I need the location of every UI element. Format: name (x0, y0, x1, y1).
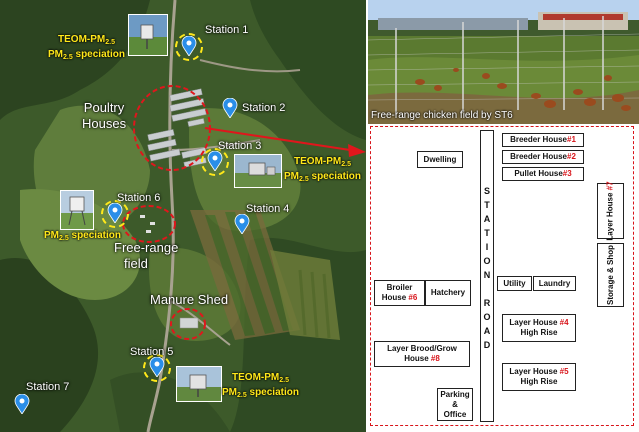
building-pullet-house-3[interactable]: Pullet House #3 (502, 167, 584, 181)
station7-label: Station 7 (26, 381, 70, 393)
manure-shed-label: Manure Shed (150, 292, 229, 307)
road-letter: N (483, 270, 491, 280)
road-letter: O (483, 256, 491, 266)
station1-halo (175, 33, 203, 61)
building-breeder-house-2[interactable]: Breeder House #2 (502, 150, 584, 164)
station3-label: Station 3 (218, 140, 262, 152)
station1-photo (128, 14, 168, 56)
building-layer-house-7[interactable]: Layer House #7 (597, 181, 624, 241)
station4-pin-icon[interactable] (234, 214, 250, 234)
road-letter: R (483, 298, 491, 308)
free-range-outline (122, 205, 176, 243)
building-dwelling[interactable]: Dwelling (417, 151, 463, 168)
station2-label: Station 2 (242, 102, 286, 114)
building-utility[interactable]: Utility (497, 276, 532, 291)
station6-label: Station 6 (117, 192, 161, 204)
station7-pin-icon[interactable] (14, 394, 30, 414)
station5-label: Station 5 (130, 346, 174, 358)
field-photo-caption: Free-range chicken field by ST6 (371, 110, 513, 121)
building-broiler-house-6[interactable]: Broiler House #6 (374, 280, 425, 306)
station6-pin-icon[interactable] (107, 203, 123, 223)
station6-photo (60, 190, 94, 230)
road-letter: A (483, 214, 491, 224)
poultry-houses-label: Poultry Houses (82, 100, 127, 131)
station5-photo (176, 366, 222, 402)
station3-photo (234, 154, 282, 188)
building-breeder-house-1[interactable]: Breeder House #1 (502, 133, 584, 147)
road-letter: S (483, 186, 490, 196)
station5-teom-label: TEOM-PM2.5 PM2.5 speciation (222, 372, 299, 399)
road-letter: O (483, 312, 491, 322)
free-range-field-photo (368, 0, 639, 124)
building-parking-office[interactable]: Parking & Office (437, 388, 473, 421)
station6-halo (101, 200, 129, 228)
building-hatchery[interactable]: Hatchery (425, 280, 471, 306)
station3-teom-label: TEOM-PM2.5 PM2.5 speciation (284, 156, 361, 183)
arrow-head (348, 144, 366, 157)
station4-label: Station 4 (246, 203, 290, 215)
station3-pin-icon[interactable] (207, 151, 223, 171)
station2-pin-icon[interactable] (222, 98, 238, 118)
aerial-terrain (0, 0, 366, 432)
road-letter: I (485, 242, 489, 252)
station5-halo (143, 354, 171, 382)
building-layer-house-5[interactable]: Layer House #5 High Rise (502, 363, 576, 391)
building-storage-shop[interactable]: Storage & Shop (597, 243, 624, 307)
road-letter: T (484, 200, 490, 210)
station-road (480, 130, 494, 422)
free-range-field-label: Free-range field (114, 240, 179, 271)
station5-pin-icon[interactable] (149, 357, 165, 377)
aerial-map: Station 1 Station 2 Station 3 Station 4 … (0, 0, 366, 432)
road-letter: T (484, 228, 490, 238)
road-letter: D (483, 340, 491, 350)
arrow-to-layout (204, 127, 351, 151)
field-photo-scene (368, 0, 639, 124)
building-layer-house-4[interactable]: Layer House #4 High Rise (502, 314, 576, 342)
station6-teom-label: PM2.5 speciation (44, 230, 121, 242)
building-layer-brood-grow-house-8[interactable]: Layer Brood/Grow House #8 (374, 341, 470, 367)
building-laundry[interactable]: Laundry (533, 276, 576, 291)
station1-pin-icon[interactable] (181, 36, 197, 56)
manure-shed-outline (170, 308, 206, 340)
station1-teom-label: TEOM-PM2.5 PM2.5 speciation (48, 34, 125, 61)
station1-label: Station 1 (205, 24, 249, 36)
station3-halo (201, 148, 229, 176)
road-letter: A (483, 326, 491, 336)
